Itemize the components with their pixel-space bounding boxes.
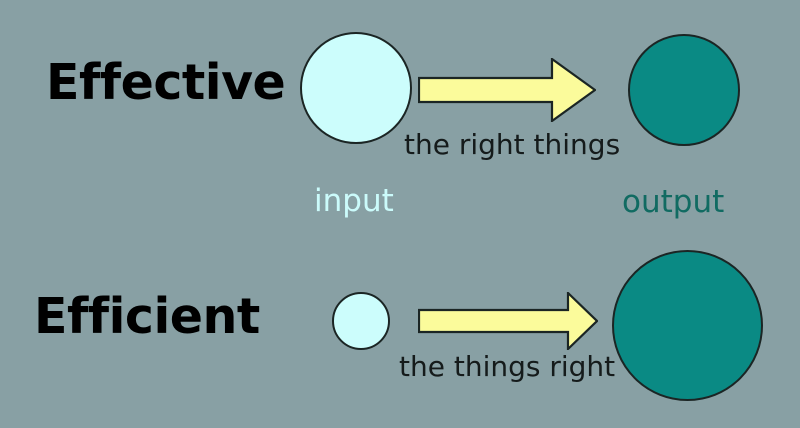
output-caption: output <box>622 184 725 220</box>
flow-caption-the-things-right: the things right <box>399 350 616 383</box>
row-label-efficient: Efficient <box>34 288 260 345</box>
row-label-effective: Effective <box>46 54 286 111</box>
flow-caption-the-right-things: the right things <box>404 128 621 161</box>
input-circle-efficient <box>332 292 390 350</box>
input-circle-effective <box>300 32 412 144</box>
input-caption: input <box>314 183 394 219</box>
output-circle-effective <box>628 34 740 146</box>
right-arrow-icon <box>417 290 599 352</box>
right-arrow-icon <box>417 56 597 124</box>
output-circle-efficient <box>612 250 763 401</box>
